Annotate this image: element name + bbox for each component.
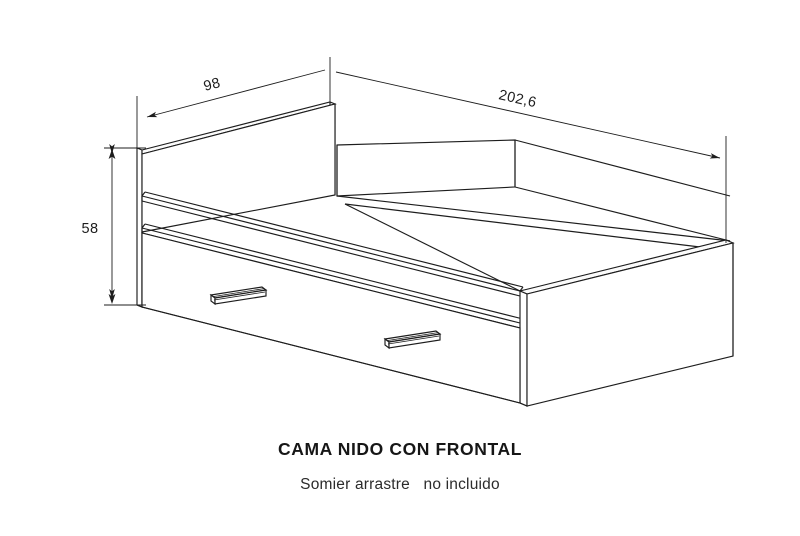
drawer-handle-upper — [209, 286, 268, 306]
back-rail — [336, 139, 731, 242]
dimension-label-length: 202,6 — [497, 87, 538, 111]
dimension-line-width — [146, 69, 326, 118]
dimension-label-width: 98 — [202, 75, 222, 95]
back-rail-lower-edge — [336, 195, 734, 252]
drawer-handle-lower — [383, 330, 442, 350]
footboard-panel — [518, 239, 735, 407]
dimension-arrowheads — [108, 149, 116, 304]
side-rail-upper — [141, 191, 524, 297]
dimension-line-length — [335, 71, 721, 159]
headboard-panel — [136, 101, 337, 308]
dimension-lines — [104, 57, 727, 306]
trundle-drawer-front — [141, 232, 521, 404]
dimension-label-height: 58 — [82, 221, 99, 237]
